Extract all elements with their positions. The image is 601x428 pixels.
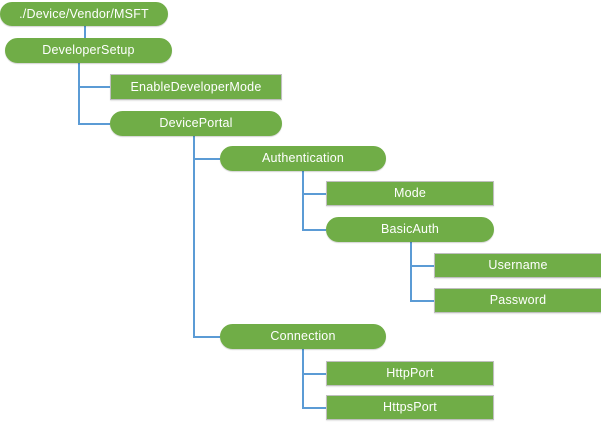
node-label: DevicePortal <box>159 116 233 131</box>
node-username[interactable]: Username <box>434 253 601 278</box>
connector-to-username <box>410 265 434 267</box>
node-https-port[interactable]: HttpsPort <box>326 395 494 420</box>
node-label: DeveloperSetup <box>42 43 135 58</box>
node-label: HttpPort <box>386 366 434 381</box>
node-password[interactable]: Password <box>434 288 601 313</box>
connector-to-mode <box>302 193 326 195</box>
node-label: Connection <box>270 329 336 344</box>
node-basic-auth[interactable]: BasicAuth <box>326 217 494 242</box>
connector-connection-drop <box>302 349 304 408</box>
connector-to-basicauth <box>302 229 326 231</box>
node-root[interactable]: ./Device/Vendor/MSFT <box>0 2 168 26</box>
node-mode[interactable]: Mode <box>326 181 494 206</box>
connector-deviceportal-drop <box>193 136 195 337</box>
connector-to-authentication <box>193 158 220 160</box>
connector-to-httpsport <box>302 407 326 409</box>
node-enable-developer-mode[interactable]: EnableDeveloperMode <box>110 74 282 100</box>
node-label: Authentication <box>261 151 345 166</box>
connector-basicauth-drop <box>410 242 412 301</box>
node-label: Username <box>488 258 548 273</box>
node-label: EnableDeveloperMode <box>130 79 262 94</box>
connector-authentication-drop <box>302 171 304 230</box>
node-connection[interactable]: Connection <box>220 324 386 349</box>
node-label: Password <box>489 293 547 308</box>
connector-developersetup-trunk <box>78 63 80 124</box>
connector-to-enabledevelopermode <box>78 86 110 88</box>
node-http-port[interactable]: HttpPort <box>326 361 494 386</box>
node-label: ./Device/Vendor/MSFT <box>19 6 149 21</box>
connector-to-httpport <box>302 373 326 375</box>
connector-root-to-developersetup <box>84 26 86 38</box>
node-label: HttpsPort <box>383 400 437 415</box>
node-device-portal[interactable]: DevicePortal <box>110 111 282 136</box>
node-label: BasicAuth <box>380 222 440 237</box>
node-label: Mode <box>393 186 427 201</box>
connector-to-connection <box>193 336 220 338</box>
node-developer-setup[interactable]: DeveloperSetup <box>5 38 172 63</box>
connector-to-password <box>410 300 434 302</box>
node-authentication[interactable]: Authentication <box>220 146 386 171</box>
connector-to-deviceportal <box>78 123 110 125</box>
